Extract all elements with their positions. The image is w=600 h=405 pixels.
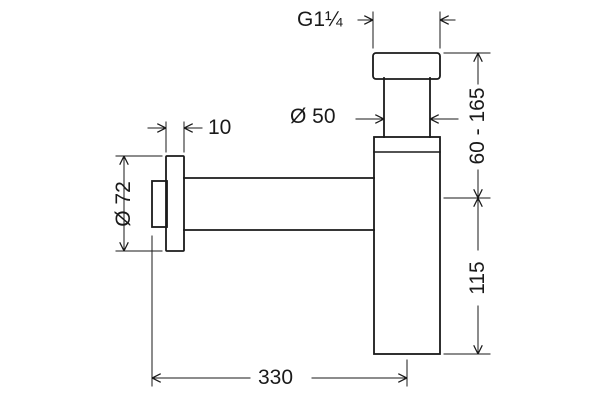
trap-body xyxy=(373,136,441,355)
pipe-diameter-label: Ø 50 xyxy=(290,105,336,128)
height-range-label: 60 - 165 xyxy=(466,87,489,165)
lower-height-label: 115 xyxy=(466,261,489,295)
wall-flange xyxy=(165,155,185,252)
thread-label: G1¼ xyxy=(297,8,343,31)
length-label: 330 xyxy=(258,366,294,389)
flange-nut xyxy=(151,180,168,228)
wall-thickness-label: 10 xyxy=(208,116,232,139)
top-nut xyxy=(372,52,441,80)
flange-diameter-label: Ø 72 xyxy=(112,181,135,227)
